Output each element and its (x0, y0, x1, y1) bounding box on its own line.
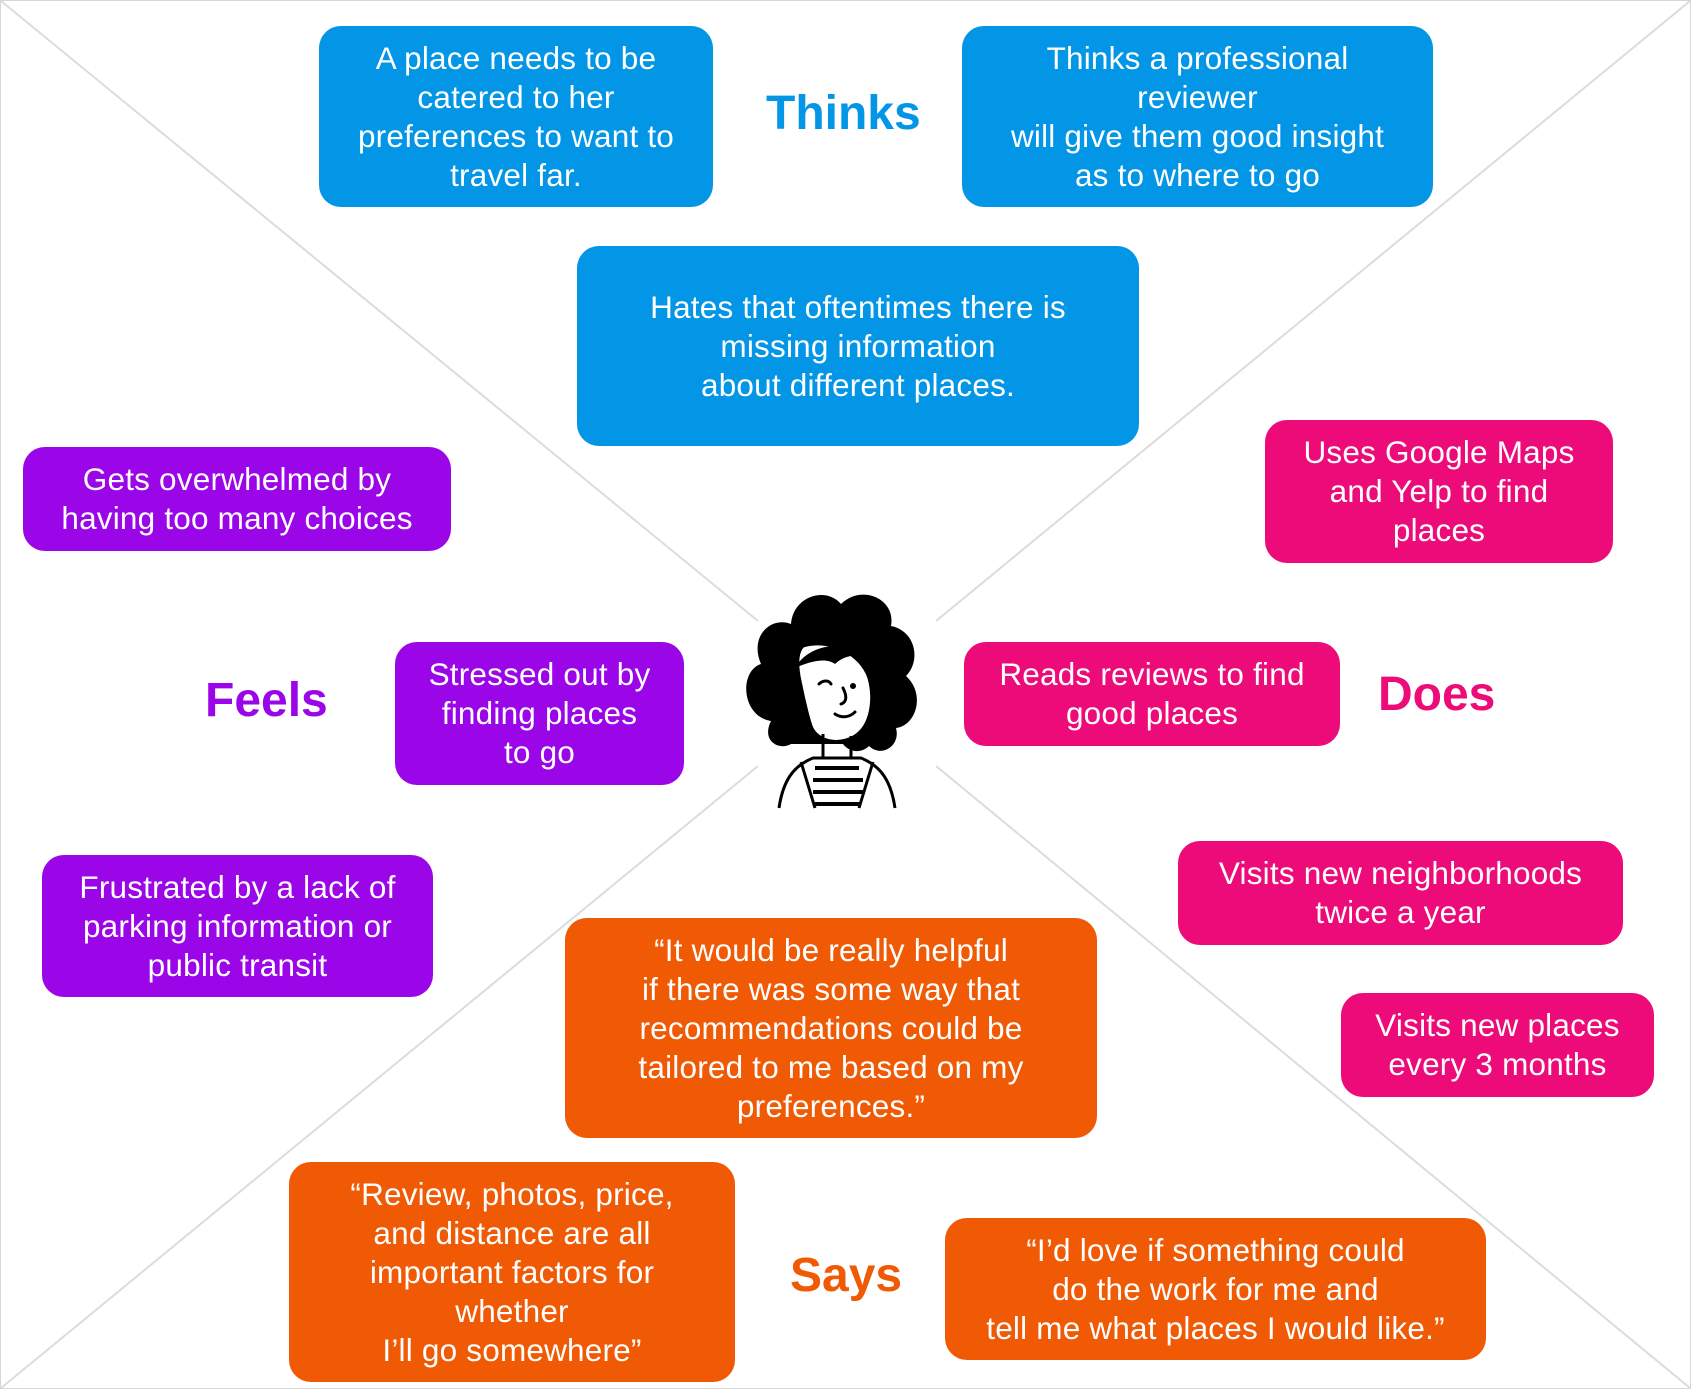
says-label: Says (790, 1249, 903, 1302)
does-note-3: Visits new neighborhoods twice a year (1178, 841, 1623, 945)
feels-note-3: Frustrated by a lack of parking informat… (42, 855, 433, 997)
feels-note-2: Stressed out by finding places to go (395, 642, 684, 785)
does-label: Does (1378, 668, 1496, 721)
does-note-1: Uses Google Maps and Yelp to find places (1265, 420, 1613, 563)
thinks-note-3: Hates that oftentimes there is missing i… (577, 246, 1139, 446)
divider-bottom-right (935, 765, 1690, 1388)
persona-avatar-icon (746, 594, 917, 809)
says-note-1: “It would be really helpful if there was… (565, 918, 1097, 1138)
feels-note-1: Gets overwhelmed by having too many choi… (23, 447, 451, 551)
does-note-2: Reads reviews to find good places (964, 642, 1340, 746)
says-note-3: “I’d love if something could do the work… (945, 1218, 1486, 1360)
feels-label: Feels (205, 674, 328, 727)
thinks-note-1: A place needs to be catered to her prefe… (319, 26, 713, 207)
divider-bottom-left (1, 765, 759, 1388)
thinks-label: Thinks (766, 87, 921, 140)
divider-top-left (1, 1, 759, 622)
divider-top-right (935, 1, 1690, 622)
says-note-2: “Review, photos, price, and distance are… (289, 1162, 735, 1382)
does-note-4: Visits new places every 3 months (1341, 993, 1654, 1097)
thinks-note-2: Thinks a professional reviewer will give… (962, 26, 1433, 207)
